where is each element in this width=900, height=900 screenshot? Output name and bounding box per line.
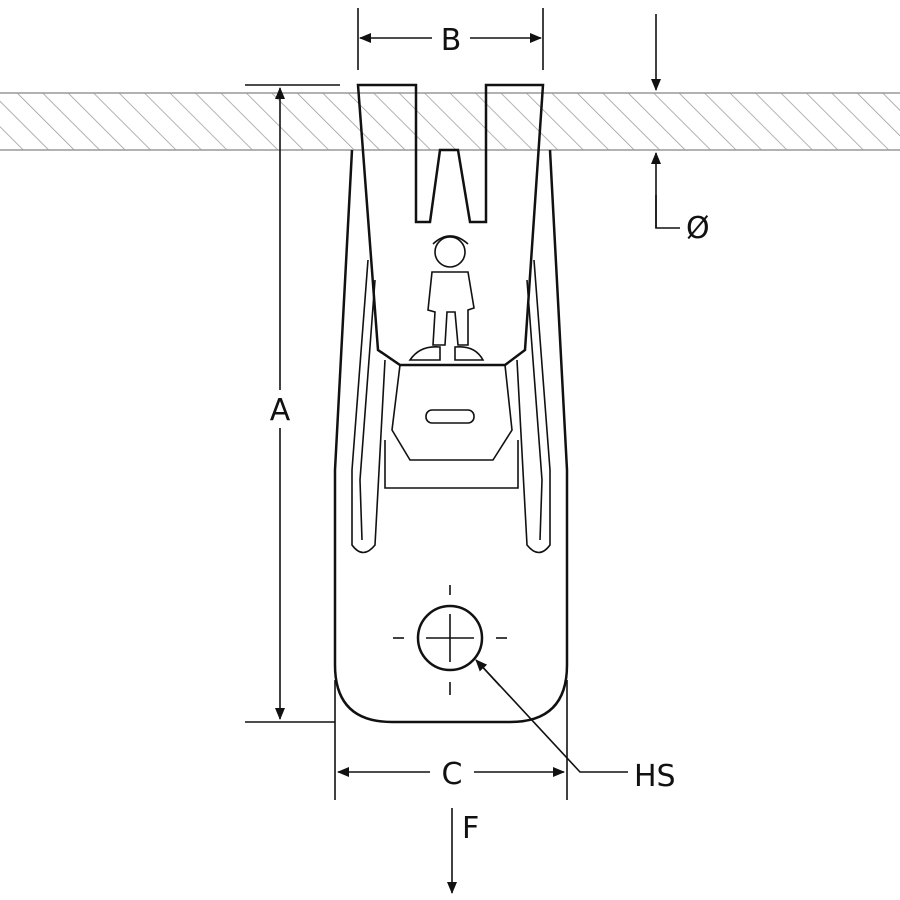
- flange-section: [0, 92, 900, 151]
- load-f: F: [447, 808, 479, 894]
- dimension-b: B: [357, 8, 544, 70]
- hs-leader: HS: [475, 659, 676, 794]
- label-c: C: [442, 757, 463, 792]
- dimension-a: A: [245, 84, 340, 723]
- label-b: B: [441, 23, 462, 58]
- label-f: F: [462, 811, 479, 846]
- label-a: A: [270, 393, 291, 428]
- hole-centerlines: [393, 585, 507, 695]
- flange-thickness: L Ø: [651, 14, 710, 246]
- mascot-logo: [408, 235, 485, 361]
- label-diameter: Ø: [686, 211, 710, 246]
- clip-body: [333, 83, 569, 724]
- label-hs: HS: [634, 759, 676, 794]
- dimension-c: C: [334, 680, 568, 800]
